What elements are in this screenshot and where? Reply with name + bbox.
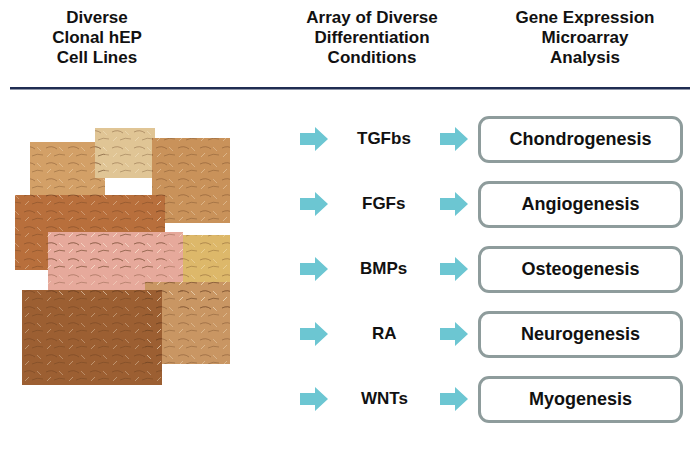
cell-collage: [15, 128, 230, 385]
outcome-box: Myogenesis: [478, 376, 683, 423]
flow-arrows: [300, 127, 468, 411]
flow-arrow: [440, 322, 468, 346]
condition-label: WNTs: [361, 389, 408, 409]
column-heading: Array of Diverse Differentiation Conditi…: [291, 8, 453, 68]
flow-arrow: [440, 127, 468, 151]
flow-arrow: [300, 192, 328, 216]
outcome-box: Chondrogenesis: [478, 116, 683, 163]
outcome-text: Chondrogenesis: [509, 129, 651, 150]
flow-arrow: [440, 192, 468, 216]
condition-label: TGFbs: [357, 129, 411, 149]
flow-arrow: [300, 387, 328, 411]
condition-label: FGFs: [362, 194, 405, 214]
condition-label: RA: [372, 324, 397, 344]
flow-arrow: [440, 257, 468, 281]
column-heading: Diverse Clonal hEP Cell Lines: [41, 8, 153, 68]
outcome-box: Neurogenesis: [478, 311, 683, 358]
header-rule: [10, 87, 690, 90]
outcome-text: Neurogenesis: [521, 324, 640, 345]
outcome-text: Angiogenesis: [521, 194, 639, 215]
outcome-text: Myogenesis: [529, 389, 632, 410]
outcome-box: Osteogenesis: [478, 246, 683, 293]
flow-arrow: [300, 127, 328, 151]
flow-arrow: [300, 257, 328, 281]
flow-arrow: [300, 322, 328, 346]
condition-label: BMPs: [360, 259, 407, 279]
column-heading: Gene Expression Microarray Analysis: [509, 8, 661, 68]
outcome-box: Angiogenesis: [478, 181, 683, 228]
outcome-text: Osteogenesis: [521, 259, 639, 280]
flow-arrow: [440, 387, 468, 411]
